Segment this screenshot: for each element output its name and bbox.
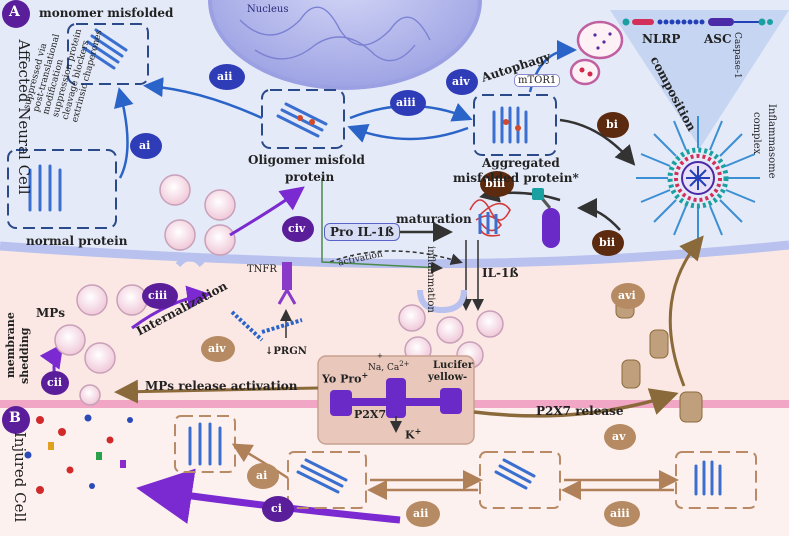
arrow-avi: [668, 235, 704, 387]
badge-b-aiv: aiv: [208, 342, 226, 355]
badge-b-aiii: aiii: [610, 507, 630, 520]
prgn-chains: [230, 310, 303, 342]
k-text: K: [405, 428, 415, 442]
section-b-title: Injured Cell: [11, 431, 29, 523]
label-tnfr: TNFR: [247, 264, 277, 275]
label-inflammation: inflammation: [425, 246, 436, 313]
cell-a-membrane: [0, 240, 789, 269]
label-pro-il: Pro IL-1ß: [324, 223, 401, 241]
arrow-p2x7-release: [473, 388, 679, 418]
label-mtor: mTOR1: [514, 74, 561, 87]
label-normal: normal protein: [26, 234, 128, 248]
label-maturation: maturation: [396, 212, 472, 226]
label-mps-release: MPs release activation: [145, 379, 298, 393]
activation-arrow: [329, 250, 463, 266]
label-inflammasome-1: Inflammasome: [766, 104, 777, 179]
badge-a-aii: aii: [217, 70, 233, 83]
label-membrane-shedding-2: shedding: [18, 327, 31, 384]
sensor: [532, 188, 560, 248]
arrow-ci: [136, 468, 401, 524]
label-prgn: ↓PRGN: [265, 346, 307, 357]
label-caspase: Caspase-1: [732, 32, 742, 79]
label-asc: ASC: [704, 32, 732, 46]
badge-avi: avi: [618, 289, 636, 302]
badge-a-aiv: aiv: [452, 75, 470, 88]
badge-b-ai: ai: [256, 469, 268, 482]
label-yo-pro: Yo Pro+: [322, 370, 368, 386]
na-ca-text: Na, Ca: [368, 363, 400, 373]
label-il1b: IL-1ß: [482, 266, 519, 280]
badge-a-ai: ai: [139, 139, 151, 152]
section-a-letter: A: [9, 4, 20, 20]
tnfr-receptor: [277, 262, 297, 305]
inflammasome-complex: [636, 116, 760, 240]
label-aggregated-1: Aggregated: [482, 156, 560, 170]
il1b-sheet: [478, 212, 498, 234]
badge-cii: cii: [47, 376, 63, 389]
protein-glyphs: [28, 28, 528, 212]
arrow-mps-release: [114, 379, 319, 404]
label-monomer: monomer misfolded: [39, 6, 174, 20]
section-b-letter: B: [9, 410, 21, 426]
yo-pro-sup: +: [361, 370, 369, 380]
label-mps: MPs: [36, 306, 66, 320]
section-a-title: Affected Neural Cell: [15, 39, 33, 195]
endocytosis-pit: [175, 255, 205, 268]
badge-biii: biii: [485, 177, 506, 190]
label-membrane-shedding-1: membrane: [4, 312, 17, 378]
label-lucifer-1: Lucifer: [433, 360, 474, 371]
badge-ciii: ciii: [148, 289, 168, 302]
label-k: K+: [405, 426, 421, 442]
p2x7-free: [615, 289, 703, 423]
badge-a-aiii: aiii: [396, 96, 416, 109]
protein-glyphs-b: [188, 422, 722, 496]
label-p2x7: P2X7: [354, 408, 387, 421]
p2x7-channels: [330, 378, 462, 418]
label-p2x7-release: P2X7 release: [536, 404, 624, 418]
label-na-ca: Na, Ca2+: [368, 360, 410, 373]
k-sup: +: [414, 426, 422, 436]
protein-boxes-a: [7, 23, 557, 229]
composition-triangle: [610, 10, 789, 148]
arrows-b-section: [231, 443, 679, 500]
label-oligomer-2: protein: [285, 170, 335, 184]
protein-boxes-b: [174, 415, 757, 509]
label-aggregated-2: misfolded protein*: [453, 171, 579, 185]
mps-budding-vesicle: [79, 384, 101, 406]
yo-pro-text: Yo Pro: [322, 372, 362, 386]
nucleus: [208, 0, 482, 90]
vesicles-a: [159, 174, 236, 256]
badge-bi: bi: [606, 118, 618, 131]
badge-bii: bii: [599, 236, 616, 249]
badge-civ: civ: [288, 222, 306, 235]
inflammasome-components: [622, 18, 773, 26]
na-sup: +: [377, 352, 383, 360]
nucleus-label: Nucleus: [247, 4, 289, 15]
debris: [24, 414, 133, 494]
badge-av: av: [612, 430, 626, 443]
oligomer-down-arrow: [321, 178, 443, 274]
ca-sup: 2+: [399, 360, 410, 368]
mps-vesicles: [54, 284, 148, 374]
label-lucifer-2: yellow-: [428, 372, 468, 383]
badges: [2, 0, 645, 527]
label-nlrp: NLRP: [642, 32, 681, 46]
label-oligomer-1: Oligomer misfold: [248, 153, 365, 167]
exocytosis-pit: [417, 289, 467, 314]
badge-ci: ci: [271, 502, 282, 515]
autophagosome: [569, 20, 624, 86]
badge-b-aii: aii: [413, 507, 429, 520]
label-inflammasome-2: complex: [751, 112, 762, 155]
